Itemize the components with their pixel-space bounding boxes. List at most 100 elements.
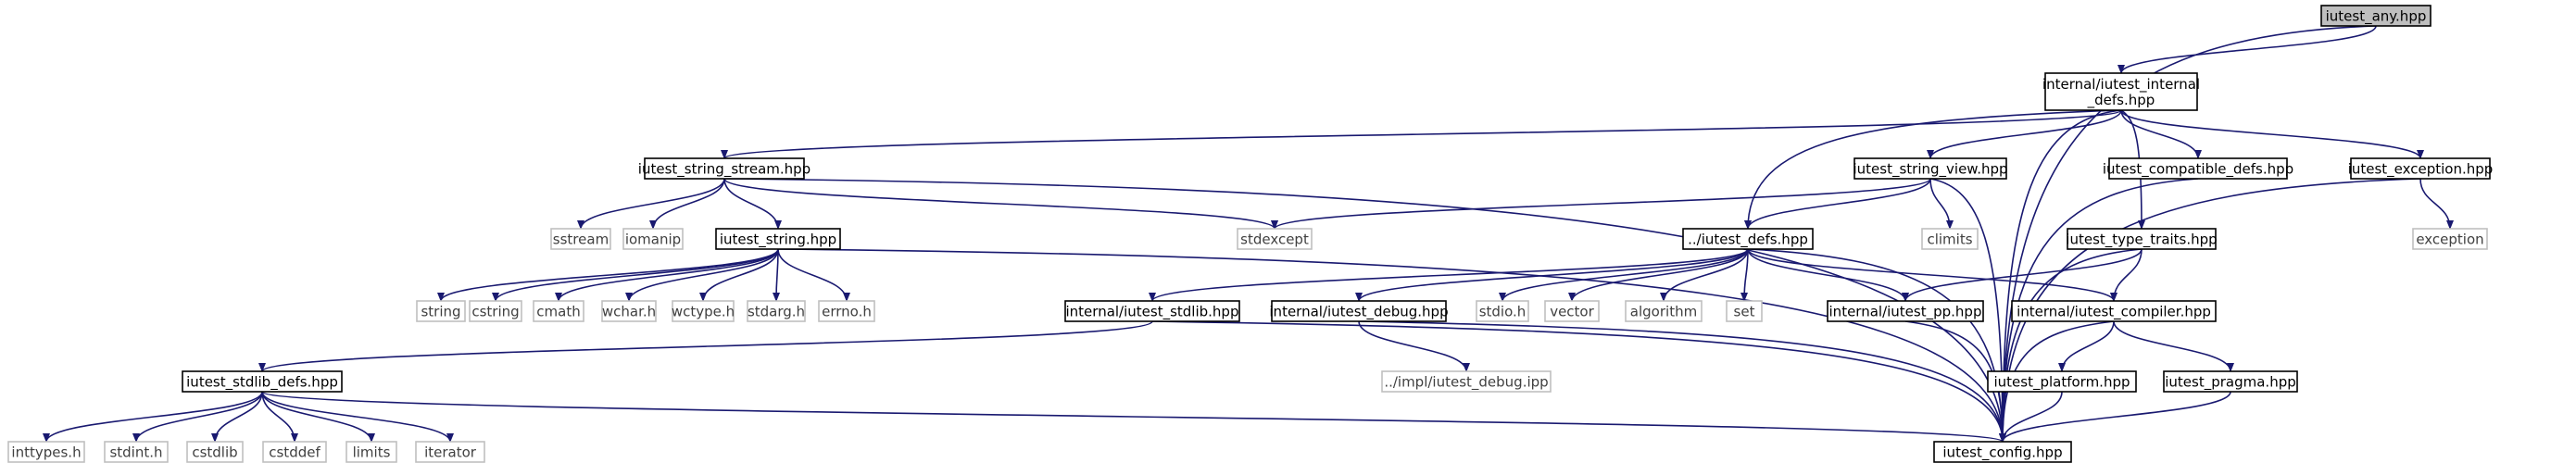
node-box [2067, 228, 2217, 250]
node-iutest-type-traits[interactable]: iutest_type_traits.hpp [2066, 228, 2218, 250]
node-cstddef: cstddef [262, 441, 327, 463]
node-stdarg-h: stdarg.h [747, 300, 806, 322]
node-internal-iutest-compiler[interactable]: internal/iutest_compiler.hpp [2011, 300, 2217, 322]
edge-internal-defs-to-type-traits [2120, 109, 2145, 230]
node-box [818, 300, 875, 322]
edge-iutest-defs-to-set [1740, 248, 1749, 302]
node-label: wchar.h [602, 304, 656, 320]
node-box [1933, 441, 2072, 463]
node-box [2350, 157, 2491, 180]
node-iutest-defs[interactable]: ../iutest_defs.hpp [1682, 228, 1814, 250]
node-box [262, 441, 327, 463]
node-impl-iutest-debug-ipp: ../impl/iutest_debug.ipp [1381, 370, 1552, 393]
node-internal-iutest-stdlib[interactable]: internal/iutest_stdlib.hpp [1064, 300, 1240, 322]
node-cstdlib: cstdlib [186, 441, 244, 463]
node-label: wctype.h [672, 304, 735, 320]
edge-internal-defs-to-compatible-defs [2120, 109, 2202, 159]
node-box [1271, 300, 1447, 322]
node-internal-iutest-internal-defs[interactable]: internal/iutest_internal_defs.hpp [2042, 72, 2200, 111]
node-box [2044, 72, 2198, 111]
node-label: cmath [536, 304, 580, 320]
node-box [550, 228, 611, 250]
node-box [1064, 300, 1240, 322]
edge-string-view-to-stdexcept [1271, 178, 1931, 230]
node-box [747, 300, 806, 322]
node-label: iutest_string.hpp [720, 232, 836, 249]
node-internal-iutest-pp[interactable]: internal/iutest_pp.hpp [1827, 300, 1984, 322]
node-label: inttypes.h [11, 444, 81, 461]
node-iutest-any-hpp[interactable]: iutest_any.hpp [2320, 5, 2431, 27]
node-box [415, 441, 485, 463]
edge-compatible-defs-to-config [1999, 178, 2199, 443]
node-label: limits [353, 444, 391, 461]
edge-internal-stdlib-to-stdlib-defs [258, 320, 1153, 372]
node-stdint-h: stdint.h [104, 441, 169, 463]
node-label: iutest_exception.hpp [2348, 161, 2494, 179]
node-box [715, 228, 841, 250]
node-box [1682, 228, 1814, 250]
edge-iutest-string-to-cstring [492, 248, 779, 302]
edge-internal-defs-to-string-stream [721, 109, 2122, 159]
node-label: sstream [553, 232, 609, 248]
node-box [1381, 370, 1552, 393]
edge-iutest-defs-to-algorithm [1660, 248, 1749, 302]
node-iutest-string-stream[interactable]: iutest_string_stream.hpp [638, 157, 810, 180]
node-box [1726, 300, 1763, 322]
node-iutest-pragma[interactable]: iutest_pragma.hpp [2163, 370, 2298, 393]
node-label: errno.h [822, 304, 872, 320]
node-vector: vector [1544, 300, 1600, 322]
edge-string-stream-to-sstream [577, 178, 725, 230]
edge-internal-debug-to-impl-debug [1358, 320, 1470, 372]
node-label: cstddef [269, 444, 320, 461]
node-internal-iutest-debug[interactable]: internal/iutest_debug.hpp [1269, 300, 1449, 322]
node-label: iutest_string_stream.hpp [638, 161, 810, 179]
node-box [1921, 228, 1979, 250]
edge-exception-hpp-to-exception [2419, 178, 2454, 230]
node-iutest-config[interactable]: iutest_config.hpp [1933, 441, 2072, 463]
node-box [2412, 228, 2488, 250]
node-cstring: cstring [469, 300, 522, 322]
edge-type-traits-to-config [1999, 248, 2142, 443]
node-box [182, 370, 343, 393]
node-iutest-compatible-defs[interactable]: iutest_compatible_defs.hpp [2103, 157, 2293, 180]
node-label: set [1734, 304, 1755, 320]
node-iutest-exception[interactable]: iutest_exception.hpp [2348, 157, 2494, 180]
edge-string-stream-to-iomanip [649, 178, 725, 230]
node-iutest-string-view[interactable]: iutest_string_view.hpp [1853, 157, 2008, 180]
node-box [186, 441, 244, 463]
node-box [346, 441, 397, 463]
node-algorithm: algorithm [1625, 300, 1703, 322]
node-iutest-stdlib-defs[interactable]: iutest_stdlib_defs.hpp [182, 370, 343, 393]
edge-stdlib-defs-to-config [261, 391, 2006, 443]
node-errno-h: errno.h [818, 300, 875, 322]
node-label: string [421, 304, 460, 320]
edge-iutest-defs-to-vector [1568, 248, 1749, 302]
edge-iutest-string-to-wchar [625, 248, 779, 302]
node-iutest-string[interactable]: iutest_string.hpp [715, 228, 841, 250]
node-box [2163, 370, 2298, 393]
edge-type-traits-to-internal-compiler [2110, 248, 2142, 302]
node-sstream: sstream [550, 228, 611, 250]
node-cmath: cmath [533, 300, 584, 322]
node-iterator: iterator [415, 441, 485, 463]
node-box [1853, 157, 2007, 180]
node-exception: exception [2412, 228, 2488, 250]
node-inttypes-h: inttypes.h [7, 441, 85, 463]
edge-iutest-defs-to-internal-pp [1747, 248, 1909, 302]
node-box [1237, 228, 1313, 250]
node-label: cstring [471, 304, 519, 320]
edge-iutest-string-to-wctype [699, 248, 779, 302]
node-label: internal/iutest_pp.hpp [1829, 304, 1982, 321]
node-label: climits [1927, 232, 1972, 248]
edge-iutest-any-hpp-to-config [1999, 25, 2377, 443]
node-iutest-platform[interactable]: iutest_platform.hpp [1987, 370, 2137, 393]
node-box [2108, 157, 2288, 180]
node-label: iterator [424, 444, 477, 461]
node-box [1827, 300, 1984, 322]
edge-internal-compiler-to-platform [2058, 320, 2115, 372]
node-label: iutest_config.hpp [1942, 444, 2062, 462]
node-stdexcept: stdexcept [1237, 228, 1313, 250]
node-climits: climits [1921, 228, 1979, 250]
edge-internal-stdlib-to-config [1151, 320, 2006, 443]
node-label: ../impl/iutest_debug.ipp [1384, 374, 1548, 392]
